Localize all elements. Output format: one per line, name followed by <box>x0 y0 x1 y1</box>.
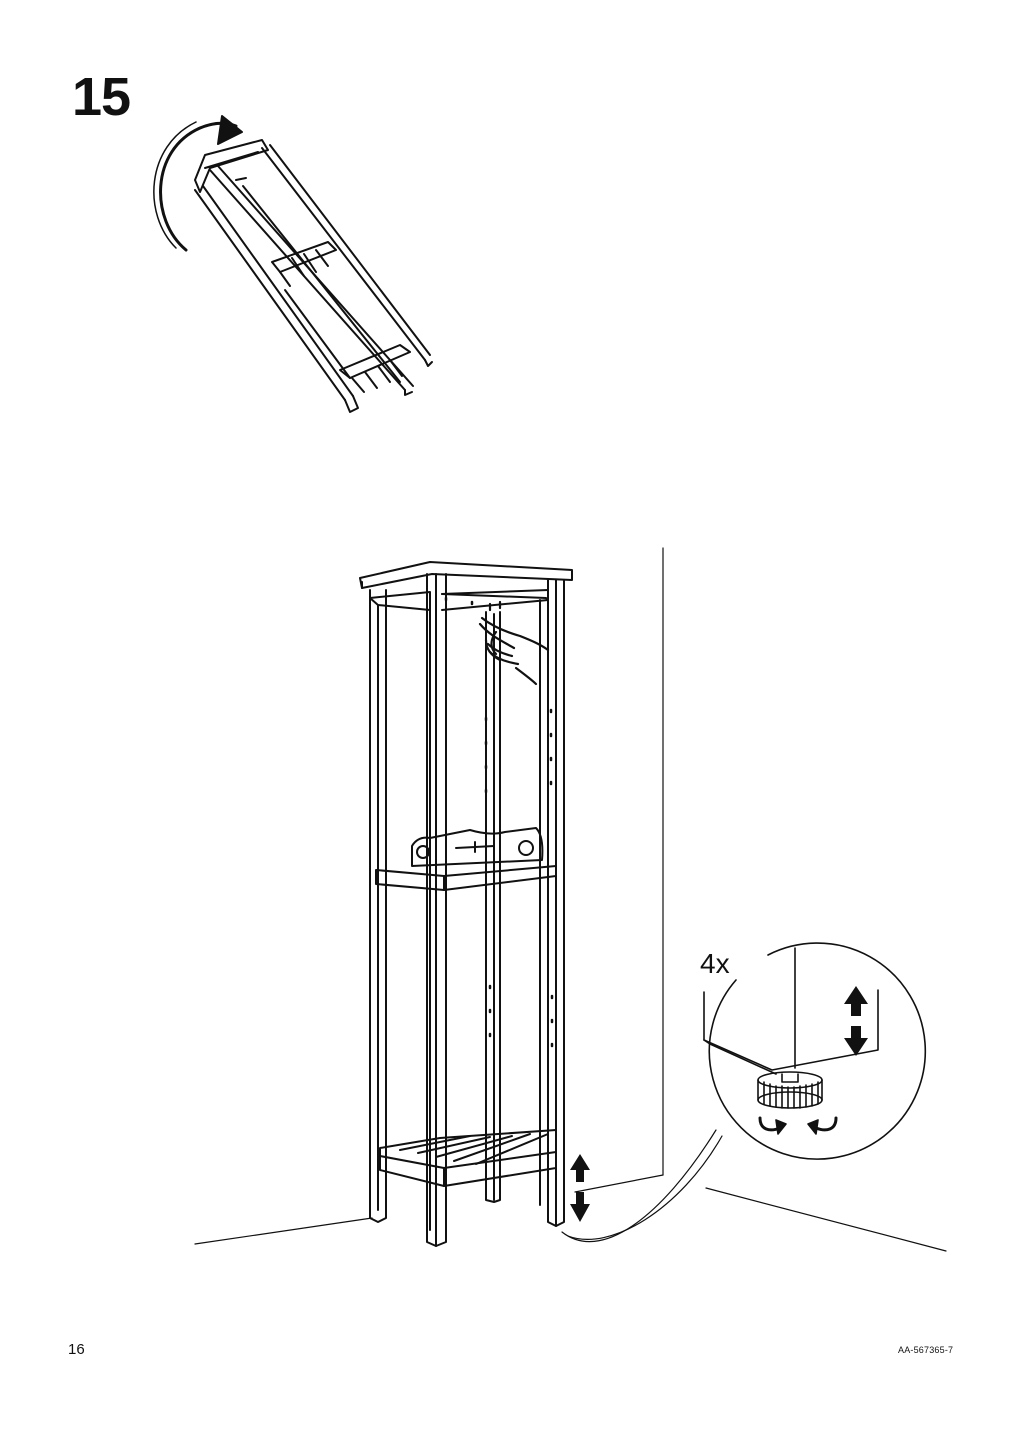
spirit-level-icon <box>411 827 544 867</box>
adjustable-foot-detail <box>703 942 927 1160</box>
floor-line-left <box>194 1217 373 1245</box>
quantity-label: 4x <box>700 948 730 979</box>
page-number: 16 <box>68 1341 85 1358</box>
rotation-arrows-icon <box>758 1116 838 1132</box>
height-adjust-arrows-icon <box>570 1154 590 1222</box>
document-code: AA-567365-7 <box>898 1345 954 1355</box>
hand-pointing-icon <box>478 600 550 686</box>
step-number: 15 <box>72 67 131 127</box>
floor-line-right <box>705 1187 947 1252</box>
adjustable-foot-icon <box>757 1071 823 1109</box>
detail-up-down-arrows-icon <box>844 986 868 1056</box>
standing-shelf-unit-illustration <box>194 547 947 1252</box>
